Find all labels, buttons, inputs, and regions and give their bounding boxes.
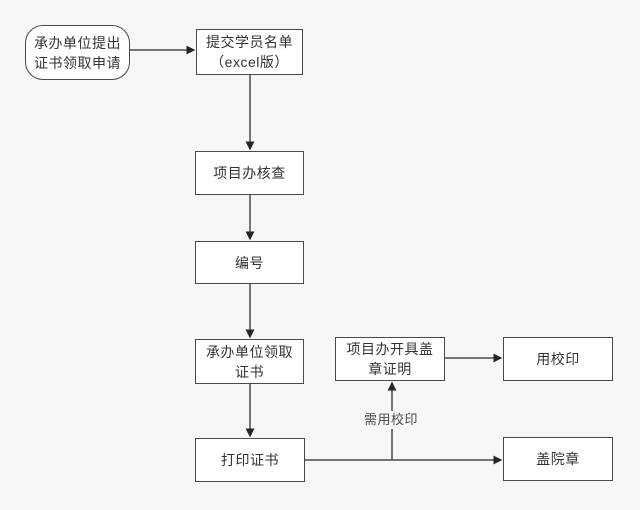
node-unit-collect-certificate-label: 承办单位领取 证书 xyxy=(206,343,293,380)
node-college-seal: 盖院章 xyxy=(503,437,613,481)
node-numbering: 编号 xyxy=(195,241,304,284)
node-numbering-label: 编号 xyxy=(235,254,264,271)
node-stamp-proof: 项目办开具盖 章证明 xyxy=(335,337,445,381)
node-school-seal: 用校印 xyxy=(503,337,613,381)
node-school-seal-label: 用校印 xyxy=(536,351,580,367)
node-submit-student-list: 提交学员名单 （excel版） xyxy=(196,29,303,75)
edge-label-need-school-seal: 需用校印 xyxy=(360,411,422,429)
node-submit-student-list-label: 提交学员名单 （excel版） xyxy=(206,34,293,70)
node-stamp-proof-label: 项目办开具盖 章证明 xyxy=(346,341,434,377)
node-college-seal-label: 盖院章 xyxy=(536,451,580,467)
node-project-office-review-label: 项目办核查 xyxy=(213,165,286,181)
node-print-certificate: 打印证书 xyxy=(195,438,305,482)
node-start: 承办单位提出 证书领取申请 xyxy=(25,25,130,80)
node-project-office-review: 项目办核查 xyxy=(195,151,304,195)
node-unit-collect-certificate: 承办单位领取 证书 xyxy=(195,339,304,384)
node-start-label: 承办单位提出 证书领取申请 xyxy=(34,34,121,71)
node-print-certificate-label: 打印证书 xyxy=(221,452,279,468)
